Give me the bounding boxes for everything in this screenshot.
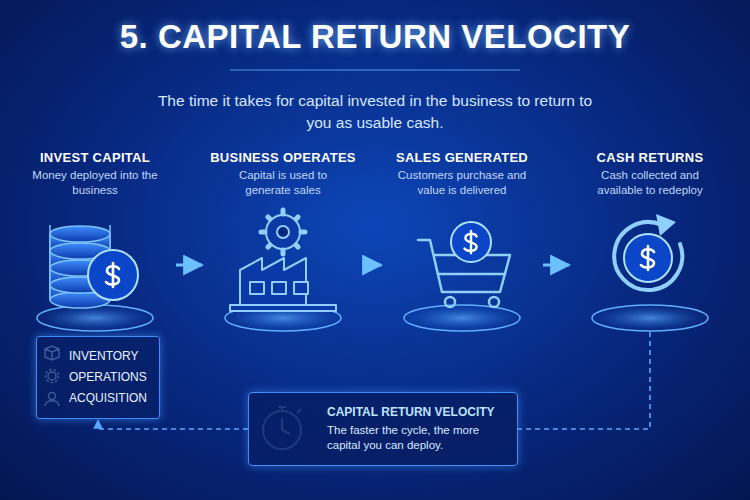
stage-column: CASH RETURNS Cash collected and available…	[575, 150, 725, 330]
flow-arrow	[176, 264, 202, 267]
caption: The time it takes for capital invested i…	[150, 90, 600, 134]
node-heading: CAPITAL RETURN VELOCITY	[327, 405, 505, 419]
list-item: INVENTORY	[69, 347, 153, 365]
node-heading: CASH RETURNS	[575, 150, 725, 165]
loop-connector	[98, 420, 248, 429]
stage-column: BUSINESS OPERATES Capital is used to gene…	[208, 150, 358, 330]
title: 5. CAPITAL RETURN VELOCITY	[0, 18, 750, 56]
node-heading: INVEST CAPITAL	[20, 150, 170, 165]
stage-column: INVEST CAPITAL Money deployed into the bu…	[20, 150, 170, 330]
cost-box: INVENTORY OPERATIONS ACQUISITION	[36, 336, 160, 419]
flow-arrow	[543, 264, 569, 267]
node-body: The faster the cycle, the more capital y…	[327, 423, 505, 453]
loop-connector	[518, 332, 650, 429]
node-body: Customers purchase and value is delivere…	[395, 168, 530, 198]
node-heading: BUSINESS OPERATES	[208, 150, 358, 165]
stage-column: SALES GENERATED Customers purchase and va…	[387, 150, 537, 330]
list-item: OPERATIONS	[69, 368, 153, 386]
list-item: ACQUISITION	[69, 389, 153, 407]
node-heading: SALES GENERATED	[387, 150, 537, 165]
velocity-box: CAPITAL RETURN VELOCITY The faster the cy…	[248, 392, 518, 466]
node-body: Cash collected and available to redeploy	[583, 168, 718, 198]
node-body: Capital is used to generate sales	[216, 168, 351, 198]
node-body: Money deployed into the business	[28, 168, 163, 198]
flow-arrow	[364, 264, 381, 267]
